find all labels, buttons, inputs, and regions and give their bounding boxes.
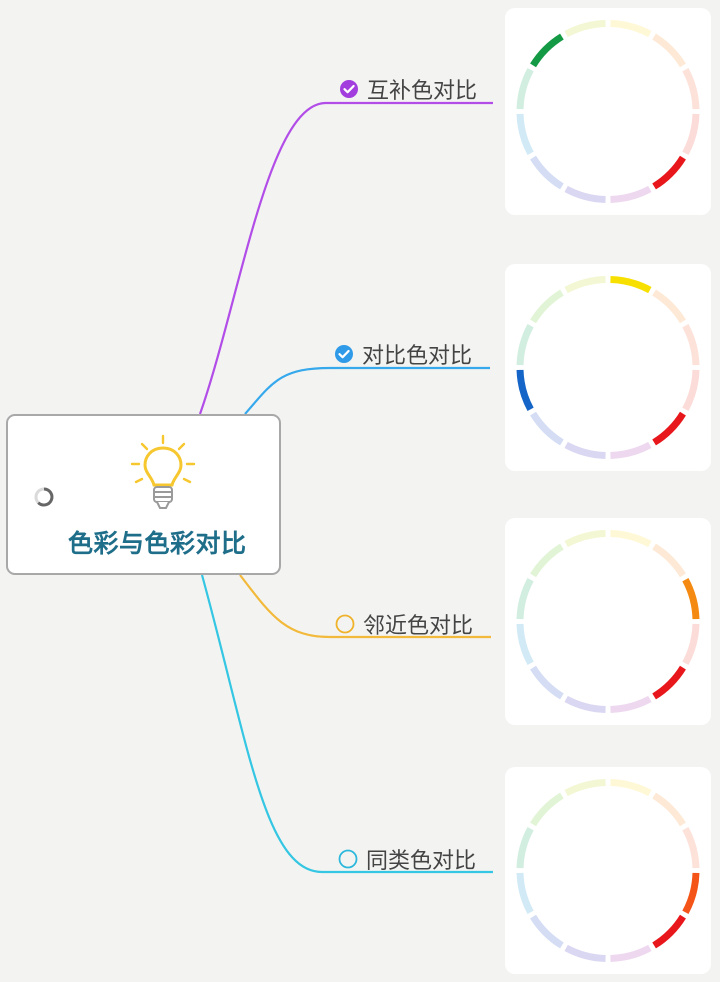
branch-label-adjacent[interactable]: 邻近色对比 — [335, 608, 473, 640]
color-wheel-highlight-segment — [652, 665, 686, 700]
color-wheel-segment — [564, 779, 606, 797]
color-wheel-segment — [516, 577, 534, 620]
color-wheel-segment — [516, 826, 534, 869]
color-wheel-segment — [610, 185, 652, 203]
branch-label-text: 互补色对比 — [367, 79, 478, 104]
branch-label-complementary[interactable]: 互补色对比 — [339, 73, 477, 105]
color-wheel-segment — [516, 67, 534, 110]
color-wheel-card-contrast[interactable] — [505, 264, 711, 471]
color-wheel-segment — [564, 695, 606, 713]
color-wheel-card-adjacent[interactable] — [505, 518, 711, 725]
check-circle-icon[interactable] — [334, 344, 354, 364]
connector-complementary — [198, 101, 493, 415]
connector-similar — [200, 574, 493, 874]
color-wheel-segment — [564, 944, 606, 962]
color-wheel-segment — [516, 113, 534, 156]
color-wheel-segment — [652, 792, 686, 827]
color-wheel-segment — [652, 289, 686, 324]
color-wheel-highlight-segment — [682, 577, 700, 620]
color-wheel-segment — [610, 530, 652, 548]
color-wheel-segment — [516, 623, 534, 666]
color-wheel-segment — [530, 914, 564, 949]
color-wheel — [516, 276, 700, 459]
color-wheel-highlight-segment — [652, 914, 686, 949]
color-wheel-segment — [530, 289, 564, 324]
color-wheel-segment — [530, 155, 564, 190]
empty-circle-icon[interactable] — [335, 614, 355, 634]
color-wheel-highlight-segment — [682, 872, 700, 915]
color-wheel-highlight-segment — [610, 276, 652, 294]
color-wheel-segment — [682, 67, 700, 110]
color-wheel-segment — [682, 623, 700, 666]
connector-adjacent — [239, 574, 491, 639]
color-wheel — [516, 530, 700, 713]
color-wheel-highlight-segment — [652, 155, 686, 190]
color-wheel-segment — [610, 944, 652, 962]
root-topic-node[interactable]: 色彩与色彩对比 — [6, 414, 281, 575]
color-wheel-segment — [564, 530, 606, 548]
color-wheel-segment — [682, 323, 700, 366]
color-wheel-segment — [564, 441, 606, 459]
branch-label-text: 对比色对比 — [362, 344, 473, 369]
progress-ring-icon — [34, 487, 54, 507]
branch-label-similar[interactable]: 同类色对比 — [338, 843, 476, 875]
color-wheel-segment — [516, 872, 534, 915]
color-wheel-segment — [564, 185, 606, 203]
color-wheel-segment — [530, 411, 564, 446]
connector-contrast — [244, 366, 490, 415]
color-wheel-segment — [530, 543, 564, 578]
branch-label-text: 同类色对比 — [366, 849, 477, 874]
color-wheel-highlight-segment — [530, 33, 564, 68]
color-wheel-segment — [564, 20, 606, 38]
color-wheel-card-similar[interactable] — [505, 767, 711, 974]
lightbulb-icon — [130, 434, 196, 509]
branch-label-text: 邻近色对比 — [363, 614, 474, 639]
color-wheel-segment — [530, 665, 564, 700]
color-wheel-segment — [610, 779, 652, 797]
color-wheel-segment — [682, 826, 700, 869]
color-wheel-segment — [610, 441, 652, 459]
branch-label-contrast[interactable]: 对比色对比 — [334, 338, 472, 370]
color-wheel-segment — [564, 276, 606, 294]
color-wheel-segment — [530, 792, 564, 827]
color-wheel-segment — [610, 695, 652, 713]
color-wheel-segment — [652, 33, 686, 68]
color-wheel-segment — [682, 369, 700, 412]
color-wheel — [516, 779, 700, 962]
color-wheel-segment — [516, 323, 534, 366]
empty-circle-icon[interactable] — [338, 849, 358, 869]
color-wheel-segment — [682, 113, 700, 156]
root-topic-title: 色彩与色彩对比 — [68, 529, 247, 558]
color-wheel — [516, 20, 700, 203]
color-wheel-highlight-segment — [652, 411, 686, 446]
color-wheel-segment — [652, 543, 686, 578]
check-circle-icon[interactable] — [339, 79, 359, 99]
color-wheel-segment — [610, 20, 652, 38]
color-wheel-card-complementary[interactable] — [505, 8, 711, 215]
color-wheel-highlight-segment — [516, 369, 534, 412]
